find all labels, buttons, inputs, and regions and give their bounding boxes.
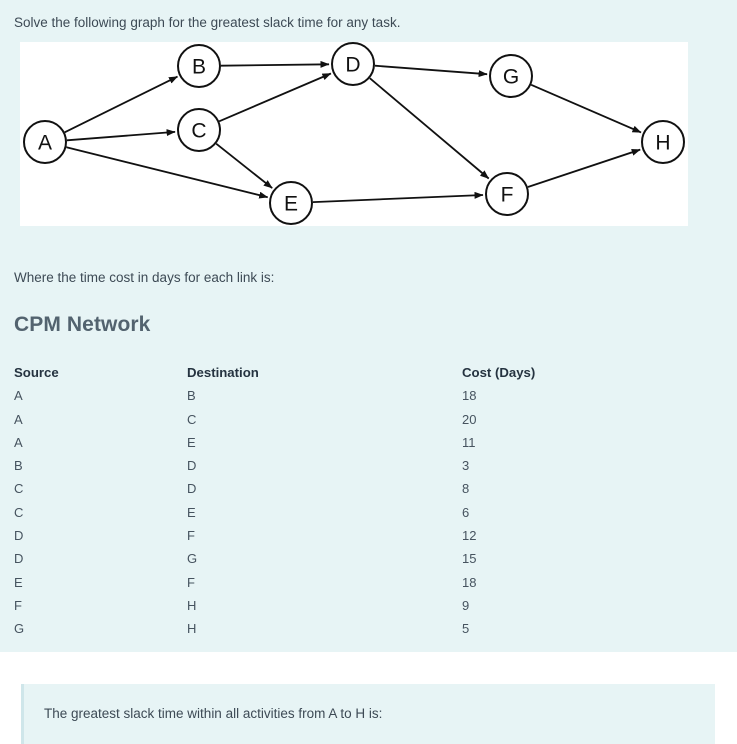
graph-node-g: G	[489, 54, 533, 98]
cell-source: D	[14, 528, 24, 544]
cell-source: D	[14, 551, 24, 567]
node-circle-e	[269, 181, 313, 225]
cell-cost: 18	[462, 574, 477, 590]
cpm-graph-svg: A BC D E F G H	[23, 42, 685, 225]
cell-destination: F	[187, 528, 195, 544]
cpm-network-title: CPM Network	[14, 313, 151, 336]
cell-destination: D	[187, 458, 197, 474]
table-row: B D 3	[0, 454, 737, 477]
table-row: C E 6	[0, 501, 737, 524]
cell-destination: F	[187, 574, 195, 590]
cell-cost: 18	[462, 388, 477, 404]
graph-edge-layer	[64, 60, 642, 203]
cell-source: G	[14, 621, 25, 637]
table-row: D G 15	[0, 547, 737, 570]
cell-cost: 20	[462, 411, 477, 427]
question-panel: Solve the following graph for the greate…	[0, 0, 737, 652]
cell-destination: E	[187, 504, 196, 520]
table-header-row: Source Destination Cost (Days)	[0, 361, 737, 384]
answer-panel: The greatest slack time within all activ…	[21, 684, 715, 744]
graph-edge-f-h	[527, 148, 641, 188]
graph-node-layer: A BC D E F G H	[23, 42, 685, 225]
graph-node-d: D	[331, 42, 375, 86]
cell-cost: 15	[462, 551, 477, 567]
node-circle-b	[177, 44, 221, 88]
cell-cost: 9	[462, 597, 470, 613]
node-circle-a	[23, 120, 67, 164]
cell-source: F	[14, 597, 22, 613]
question-prompt: Solve the following graph for the greate…	[14, 15, 401, 30]
node-circle-d	[331, 42, 375, 86]
cell-destination: C	[187, 411, 197, 427]
table-row: E F 18	[0, 571, 737, 594]
table-row: F H 9	[0, 594, 737, 617]
graph-edge-g-h	[530, 83, 642, 134]
cell-destination: B	[187, 388, 196, 404]
cell-destination: G	[187, 551, 198, 567]
graph-edge-d-f	[369, 77, 490, 180]
cell-source: C	[14, 481, 24, 497]
cell-cost: 8	[462, 481, 470, 497]
cell-cost: 6	[462, 504, 470, 520]
graph-node-a: A	[23, 120, 67, 164]
table-row: C D 8	[0, 477, 737, 500]
column-header-cost: Cost (Days)	[462, 365, 536, 380]
table-row: G H 5	[0, 617, 737, 640]
cell-source: E	[14, 574, 23, 590]
graph-node-c: C	[177, 108, 221, 152]
graph-node-f: F	[485, 172, 529, 216]
cell-destination: H	[187, 597, 197, 613]
table-row: D F 12	[0, 524, 737, 547]
graph-edge-e-f	[312, 191, 484, 203]
graph-edge-a-b	[64, 75, 178, 134]
cell-destination: D	[187, 481, 197, 497]
table-row: A E 11	[0, 431, 737, 454]
table-row: A B 18	[0, 384, 737, 407]
graph-edge-a-c	[66, 129, 176, 142]
cell-destination: H	[187, 621, 197, 637]
node-circle-c	[177, 108, 221, 152]
graph-node-b: B	[177, 44, 221, 88]
table-row: A C 20	[0, 408, 737, 431]
cell-cost: 3	[462, 458, 470, 474]
cell-source: B	[14, 458, 23, 474]
cell-cost: 11	[462, 434, 476, 450]
node-circle-f	[485, 172, 529, 216]
cell-cost: 12	[462, 528, 477, 544]
cell-destination: E	[187, 434, 196, 450]
column-header-source: Source	[14, 365, 59, 380]
graph-node-h: H	[641, 120, 685, 164]
graph-edge-a-e	[66, 146, 269, 199]
cell-source: C	[14, 504, 24, 520]
graph-edge-d-g	[374, 64, 488, 78]
graph-edge-c-e	[215, 142, 273, 189]
graph-node-e: E	[269, 181, 313, 225]
answer-prompt-label: The greatest slack time within all activ…	[44, 706, 383, 721]
cell-source: A	[14, 434, 23, 450]
cell-source: A	[14, 388, 23, 404]
column-header-destination: Destination	[187, 365, 259, 380]
graph-edge-b-d	[220, 60, 330, 68]
graph-edge-c-d	[218, 72, 332, 123]
cell-cost: 5	[462, 621, 470, 637]
node-circle-g	[489, 54, 533, 98]
node-circle-h	[641, 120, 685, 164]
cell-source: A	[14, 411, 23, 427]
cost-intro-text: Where the time cost in days for each lin…	[14, 270, 275, 285]
